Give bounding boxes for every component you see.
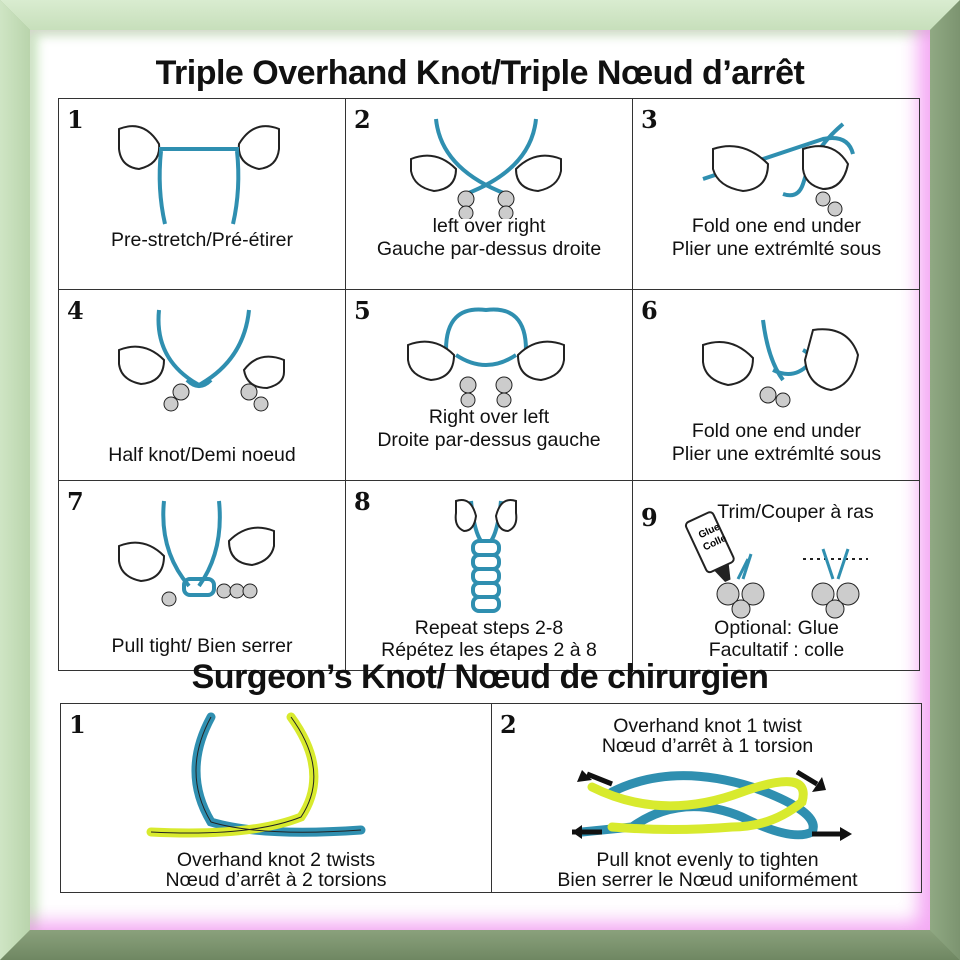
step-caption-fr: Plier une extrémlté sous — [671, 238, 882, 260]
twist-caption: Overhand knot 1 twist — [613, 715, 802, 737]
step-cell-7: 7 Pull tight/ Bien serrer — [59, 481, 346, 672]
pull-tight-illustration — [118, 500, 275, 607]
step-number: 5 — [354, 296, 371, 325]
two-twist-illustration — [146, 712, 366, 838]
step-number: 1 — [67, 105, 84, 134]
step-number: 9 — [641, 503, 658, 532]
repeat-steps-illustration — [454, 499, 518, 613]
step-number: 2 — [354, 105, 371, 134]
step-number: 1 — [69, 710, 86, 739]
step-number: 2 — [500, 710, 517, 739]
one-twist-illustration — [572, 769, 852, 841]
right-over-left-illustration — [407, 307, 565, 408]
step-caption-fr: Nœud d’arrêt à 2 torsions — [165, 869, 387, 891]
step-caption-fr: Bien serrer le Nœud uniformément — [557, 869, 858, 891]
step-caption-fr: Facultatif : colle — [708, 639, 845, 661]
step-cell-8: 8 Repeat steps 2-8 Répétez les étapes 2 … — [346, 481, 633, 672]
step-caption: Pre-stretch/Pré-étirer — [110, 229, 294, 251]
step-caption: Fold one end under — [691, 215, 862, 237]
step-cell-4: 4 Half knot/Demi noeud — [59, 290, 346, 481]
surgeon-knot-grid: 1 Overhand knot 2 twists Nœud d’arrêt à … — [60, 703, 922, 893]
step-caption-fr: Répétez les étapes 2 à 8 — [381, 639, 597, 661]
glue-trim-illustration: Glue Colle — [684, 511, 868, 619]
twist-caption-fr: Nœud d’arrêt à 1 torsion — [601, 735, 814, 757]
surgeon-step-cell-1: 1 Overhand knot 2 twists Nœud d’arrêt à … — [61, 704, 492, 892]
step-caption: Overhand knot 2 twists — [176, 849, 376, 871]
step-cell-6: 6 Fold one end under Plier une extrémlté… — [633, 290, 920, 481]
step-cell-5: 5 Right over left Droite par-dessus gauc… — [346, 290, 633, 481]
frame-top — [0, 0, 960, 30]
step-caption: Pull knot evenly to tighten — [596, 849, 819, 871]
frame-right — [930, 0, 960, 960]
pre-stretch-illustration — [118, 125, 280, 225]
step-caption: Pull tight/ Bien serrer — [111, 635, 293, 657]
left-over-right-illustration — [410, 118, 562, 219]
step-number: 6 — [641, 296, 658, 325]
step-caption: Fold one end under — [691, 420, 862, 442]
step-caption-fr: Plier une extrémlté sous — [671, 443, 882, 465]
surgeon-step-cell-2: 2 Overhand knot 1 twist Nœud d’arrêt à 1… — [492, 704, 923, 892]
step-cell-3: 3 Fold one end under Plier une extrémlté… — [633, 99, 920, 290]
step-caption: Optional: Glue — [714, 617, 839, 639]
step-caption-fr: Gauche par-dessus droite — [376, 238, 602, 260]
surgeon-knot-title: Surgeon’s Knot/ Nœud de chirurgien — [191, 658, 769, 696]
step-cell-2: 2 left over right Gauche par-dessus droi… — [346, 99, 633, 290]
step-caption: Repeat steps 2-8 — [414, 617, 564, 639]
triple-knot-title: Triple Overhand Knot/Triple Nœud d’arrêt — [155, 54, 805, 92]
triple-knot-grid: 1 Pre-stretch/Pré-étirer 2 — [58, 98, 920, 672]
frame-left — [0, 0, 30, 960]
frame-bottom — [0, 930, 960, 960]
step-caption: Half knot/Demi noeud — [108, 444, 296, 466]
step-number: 8 — [354, 487, 371, 516]
step-caption-fr: Droite par-dessus gauche — [377, 429, 601, 451]
step-caption: Right over left — [428, 406, 550, 428]
step-caption: left over right — [432, 215, 546, 237]
step-number: 4 — [67, 296, 84, 325]
trim-caption: Trim/Couper à ras — [717, 501, 874, 523]
fold-under-illustration — [702, 122, 855, 217]
step-number: 7 — [67, 487, 84, 516]
fold-under-illustration-2 — [702, 319, 860, 408]
step-number: 3 — [641, 105, 658, 134]
instruction-sheet: Triple Overhand Knot/Triple Nœud d’arrêt… — [30, 30, 930, 930]
step-cell-9: 9 Trim/Couper à ras Glue Colle — [633, 481, 920, 672]
step-cell-1: 1 Pre-stretch/Pré-étirer — [59, 99, 346, 290]
half-knot-illustration — [118, 309, 285, 412]
